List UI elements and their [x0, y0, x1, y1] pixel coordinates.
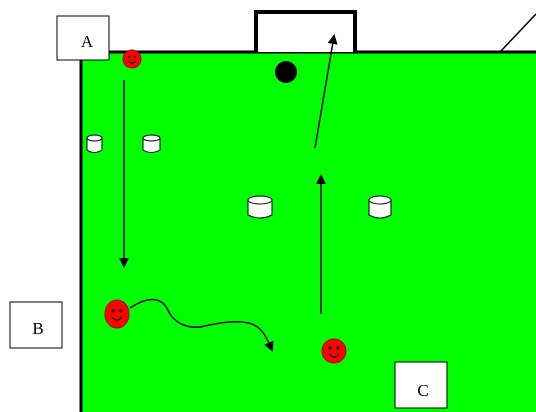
label-c: C [394, 361, 448, 409]
cone-icon [368, 195, 392, 219]
label-a: A [56, 15, 110, 61]
smiley-player-icon [104, 299, 130, 329]
field-corner-line [499, 13, 536, 53]
cone-icon [142, 134, 161, 153]
smiley-player-icon [122, 49, 142, 69]
cone-icon [247, 195, 273, 219]
cone-icon [86, 134, 103, 153]
svg-text:B: B [32, 319, 43, 338]
ball-icon [275, 61, 297, 83]
smiley-player-icon [321, 338, 347, 364]
shot-arrow-to-goal [314, 34, 338, 149]
dribble-arrow-b [129, 298, 274, 352]
goal-icon [254, 10, 357, 52]
svg-text:A: A [81, 32, 94, 51]
label-b: B [9, 301, 63, 349]
pitch [80, 52, 536, 412]
svg-text:C: C [417, 381, 428, 400]
